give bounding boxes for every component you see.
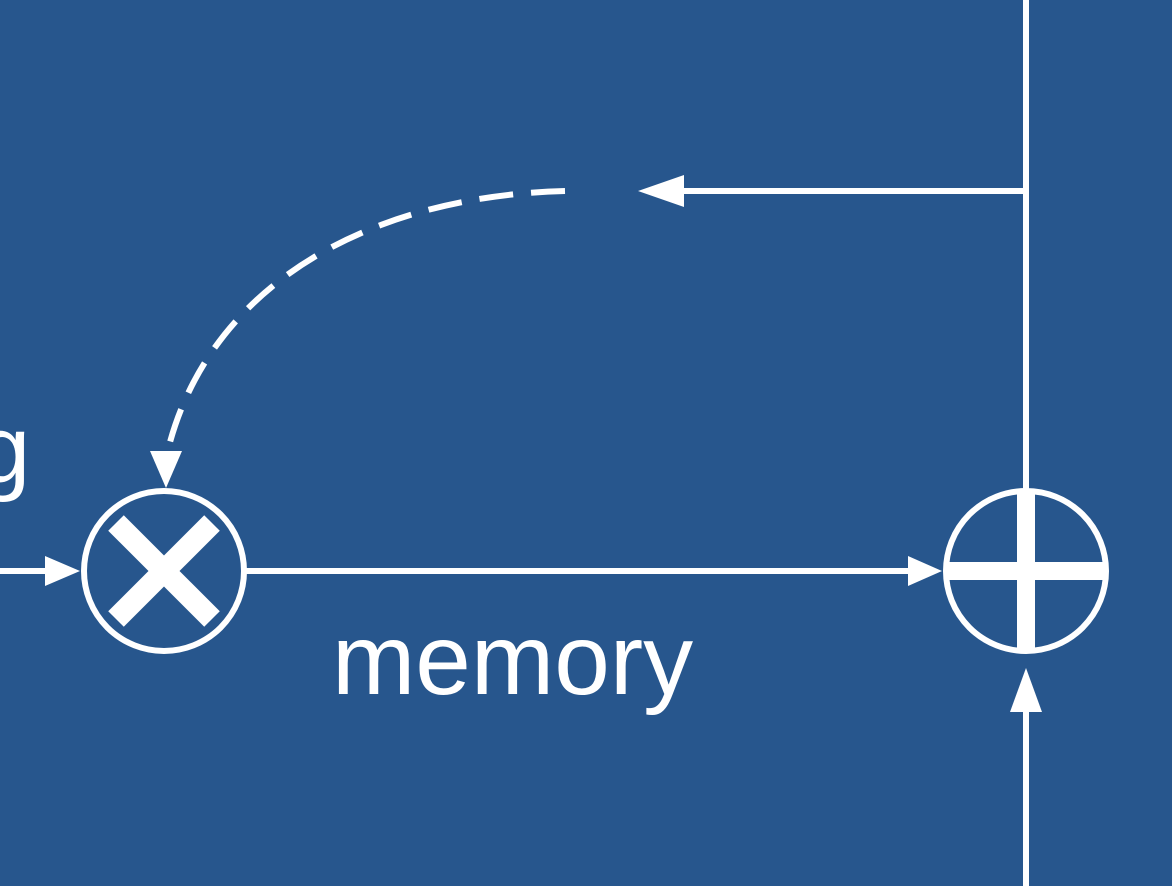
left-input-arrow: [0, 556, 80, 586]
bottom-input-arrow: [1010, 668, 1042, 886]
dashed-feedback-arrow: [150, 188, 566, 488]
feedback-branch-arrow: [638, 175, 1026, 207]
plus-circle-icon: [943, 488, 1109, 654]
memory-label: memory: [332, 604, 693, 716]
cut-off-left-label: g: [0, 396, 30, 503]
memory-connection: [246, 556, 942, 586]
multiply-circle-icon: [81, 488, 247, 654]
